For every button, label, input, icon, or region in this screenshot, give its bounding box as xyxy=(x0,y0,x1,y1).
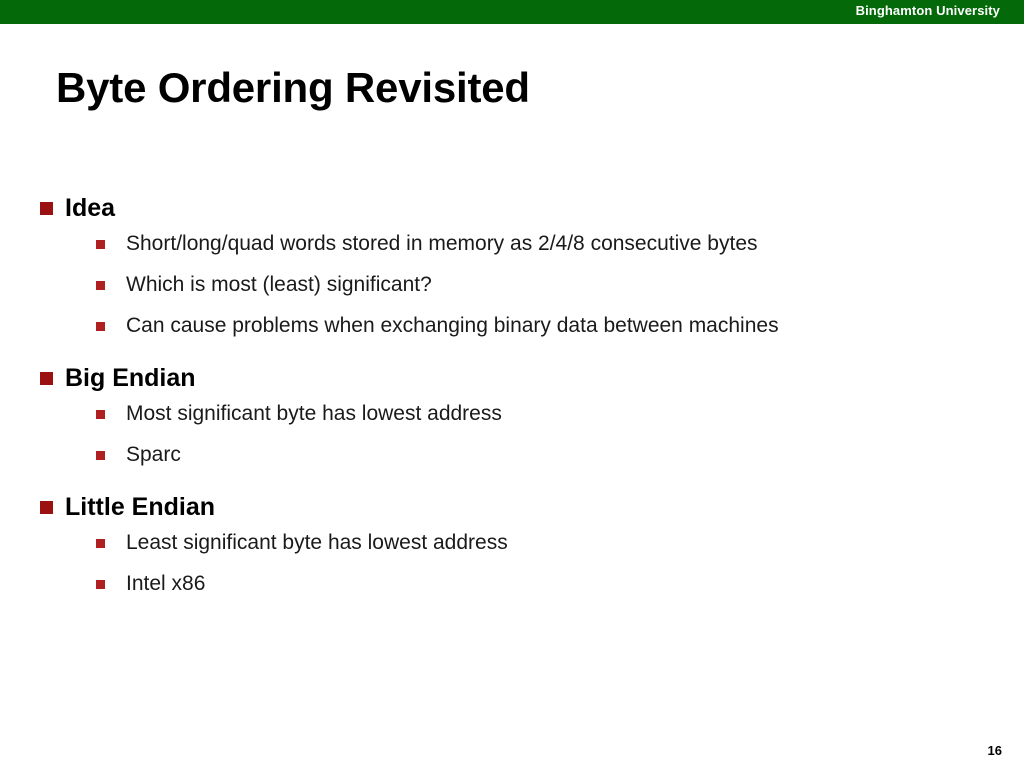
outline-sublist: Least significant byte has lowest addres… xyxy=(40,528,984,610)
outline-level2-label: Intel x86 xyxy=(126,572,206,595)
outline-item-level1: Big Endian xyxy=(40,362,984,395)
outline-item-level2: Which is most (least) significant? xyxy=(40,270,984,311)
outline-level2-label: Which is most (least) significant? xyxy=(126,273,432,296)
page-number: 16 xyxy=(987,743,1002,758)
outline-level2-label: Short/long/quad words stored in memory a… xyxy=(126,232,758,255)
outline-item-level2: Least significant byte has lowest addres… xyxy=(40,528,984,569)
small-square-bullet-icon xyxy=(96,281,105,290)
page-title: Byte Ordering Revisited xyxy=(56,64,530,111)
small-square-bullet-icon xyxy=(96,322,105,331)
outline-level2-label: Sparc xyxy=(126,443,181,466)
square-bullet-icon xyxy=(40,202,53,215)
outline-item-level1: Idea xyxy=(40,192,984,225)
square-bullet-icon xyxy=(40,501,53,514)
outline-item-level2: Sparc xyxy=(40,440,984,481)
outline-item-level2: Can cause problems when exchanging binar… xyxy=(40,311,984,352)
outline-sublist: Short/long/quad words stored in memory a… xyxy=(40,229,984,352)
small-square-bullet-icon xyxy=(96,451,105,460)
outline-level2-label: Least significant byte has lowest addres… xyxy=(126,531,508,554)
outline-sublist: Most significant byte has lowest address… xyxy=(40,399,984,481)
small-square-bullet-icon xyxy=(96,410,105,419)
outline-item-level2: Intel x86 xyxy=(40,569,984,610)
outline-item-level2: Most significant byte has lowest address xyxy=(40,399,984,440)
outline-level2-label: Most significant byte has lowest address xyxy=(126,402,502,425)
square-bullet-icon xyxy=(40,372,53,385)
institution-name: Binghamton University xyxy=(855,3,1000,18)
outline-item-level1: Little Endian xyxy=(40,491,984,524)
outline-level2-label: Can cause problems when exchanging binar… xyxy=(126,314,779,337)
outline-level1-label: Idea xyxy=(65,194,116,222)
small-square-bullet-icon xyxy=(96,580,105,589)
outline-item-level2: Short/long/quad words stored in memory a… xyxy=(40,229,984,270)
outline-level1-label: Little Endian xyxy=(65,493,215,521)
outline-level1-label: Big Endian xyxy=(65,364,196,392)
slide-body: Idea Short/long/quad words stored in mem… xyxy=(40,192,984,620)
small-square-bullet-icon xyxy=(96,539,105,548)
small-square-bullet-icon xyxy=(96,240,105,249)
top-banner: Binghamton University xyxy=(0,0,1024,24)
